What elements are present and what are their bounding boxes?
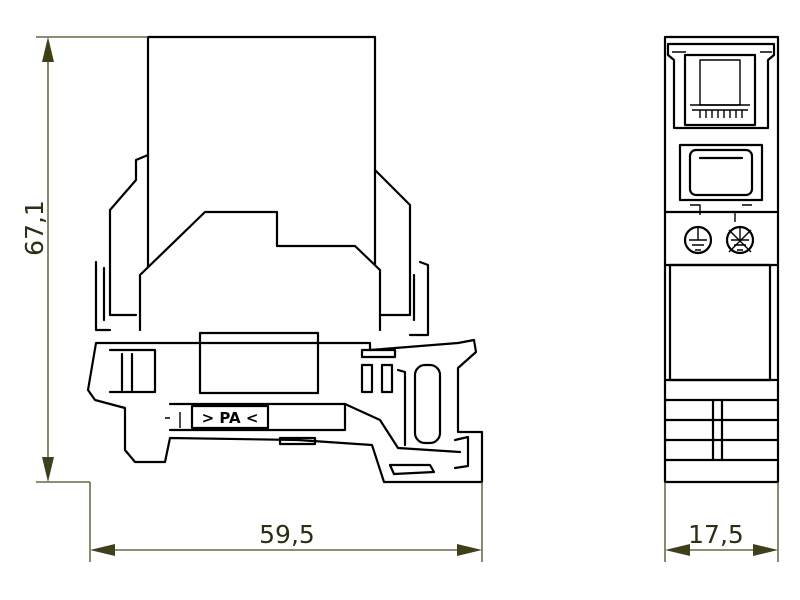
width-front-label: 59,5 (259, 520, 315, 549)
dimension-width-side: 17,5 (664, 482, 779, 562)
right-latch (373, 168, 412, 317)
side-body (663, 35, 780, 484)
rj45-socket (666, 42, 776, 130)
side-view (663, 35, 780, 484)
marking-text: > PA < (202, 409, 259, 427)
marking-box (190, 404, 270, 430)
label-field (198, 331, 320, 395)
width-side-label: 17,5 (688, 520, 744, 549)
front-view: > PA < (86, 35, 484, 484)
dimension-height: 67,1 (20, 36, 148, 483)
crossed-earth-icon (725, 225, 755, 255)
left-latch (108, 153, 150, 317)
earth-ground-icon (683, 225, 713, 255)
housing (86, 338, 484, 484)
dimension-width-front: 59,5 (89, 482, 483, 562)
height-label: 67,1 (20, 200, 49, 256)
housing-top (138, 210, 382, 332)
